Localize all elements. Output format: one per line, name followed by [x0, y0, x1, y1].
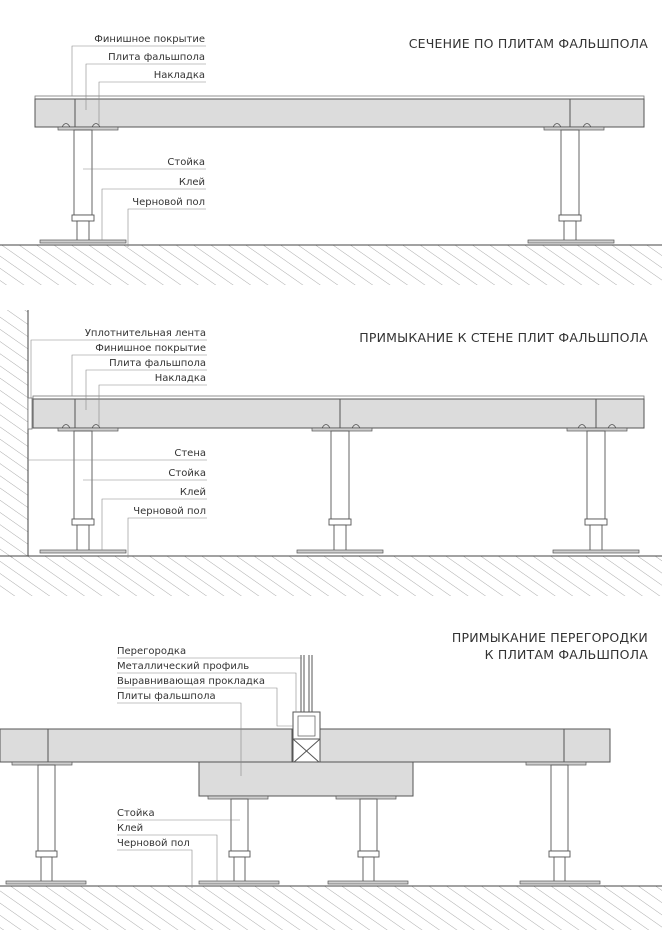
section-slab-cross-section: СЕЧЕНИЕ ПО ПЛИТАМ ФАЛЬШПОЛА Фин [0, 34, 662, 285]
label-cap-plate: Накладка [155, 373, 206, 384]
section-3-title-line-1: ПРИМЫКАНИЕ ПЕРЕГОРОДКИ [452, 630, 648, 645]
section-1-labels: Финишное покрытие Плита фальшпола Наклад… [71, 34, 206, 247]
lower-floor-slab [198, 761, 414, 797]
section-1-title: СЕЧЕНИЕ ПО ПЛИТАМ ФАЛЬШПОЛА [409, 36, 649, 51]
subfloor-hatch [0, 886, 662, 930]
pedestal-right [527, 123, 615, 244]
label-metal-profile: Металлический профиль [117, 661, 249, 672]
section-2-title: ПРИМЫКАНИЕ К СТЕНЕ ПЛИТ ФАЛЬШПОЛА [359, 330, 648, 345]
label-subfloor: Черновой пол [117, 838, 190, 849]
pedestal-2 [198, 795, 280, 885]
pedestal-middle [296, 424, 384, 554]
label-wall: Стена [174, 448, 206, 459]
subfloor-hatch [0, 245, 662, 285]
section-partition-junction: ПРИМЫКАНИЕ ПЕРЕГОРОДКИ К ПЛИТАМ ФАЛЬШПОЛ… [0, 630, 662, 930]
label-finish-coating: Финишное покрытие [95, 343, 206, 354]
floor-slab [32, 398, 645, 429]
label-partition: Перегородка [117, 646, 186, 657]
label-floor-slab: Плита фальшпола [108, 52, 205, 63]
section-3-title-line-2: К ПЛИТАМ ФАЛЬШПОЛА [485, 647, 649, 662]
subfloor-hatch [28, 556, 662, 596]
label-cap-plate: Накладка [154, 70, 205, 81]
floor-slab [47, 728, 293, 763]
label-glue: Клей [117, 823, 143, 834]
label-pedestal: Стойка [168, 468, 206, 479]
metal-profile [292, 711, 321, 740]
section-wall-junction: ПРИМЫКАНИЕ К СТЕНЕ ПЛИТ ФАЛЬШПОЛА [0, 310, 662, 596]
section-2-labels: Уплотнительная лента Финишное покрытие П… [28, 328, 207, 558]
pedestal-4 [519, 761, 601, 885]
pedestal-right [552, 424, 640, 554]
label-sealing-tape: Уплотнительная лента [85, 328, 206, 339]
label-glue: Клей [180, 487, 206, 498]
floor-slab [34, 98, 645, 128]
floor-slab [0, 728, 49, 763]
label-finish-coating: Финишное покрытие [94, 34, 205, 45]
label-leveling-pad: Выравнивающая прокладка [117, 676, 265, 687]
section-3-labels: Перегородка Металлический профиль Выравн… [117, 646, 302, 888]
floor-slab [563, 728, 611, 763]
label-floor-slabs: Плиты фальшпола [117, 691, 216, 702]
label-subfloor: Черновой пол [132, 197, 205, 208]
floor-slab [319, 728, 565, 763]
pedestal-left [39, 123, 127, 244]
label-subfloor: Черновой пол [133, 506, 206, 517]
label-glue: Клей [179, 177, 205, 188]
pedestal-1 [5, 761, 87, 885]
label-pedestal: Стойка [117, 808, 155, 819]
pedestal-3 [327, 795, 409, 885]
label-floor-slab: Плита фальшпола [109, 358, 206, 369]
partition [292, 655, 321, 764]
pedestal-left [39, 424, 127, 554]
wall-hatch [0, 310, 28, 558]
label-pedestal: Стойка [167, 157, 205, 168]
sealing-tape [27, 397, 33, 430]
